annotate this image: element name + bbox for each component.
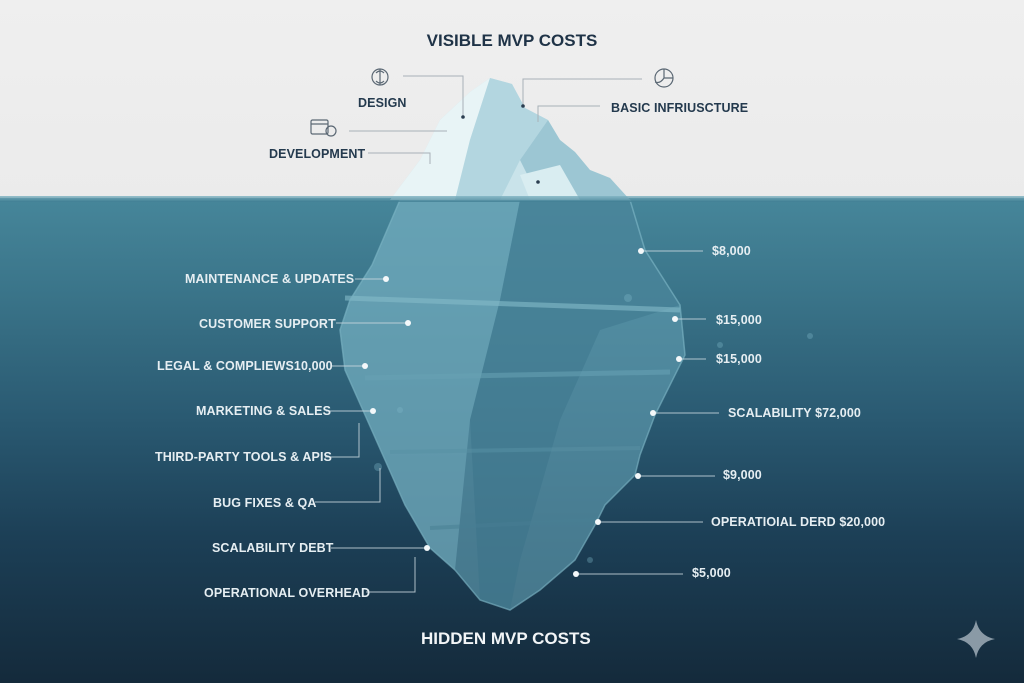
- value-8000: $8,000: [712, 244, 751, 258]
- sparkle-icon: [957, 620, 995, 658]
- visible-costs-title: VISIBLE MVP COSTS: [426, 31, 598, 50]
- hidden-costs-title: HIDDEN MVP COSTS: [421, 629, 591, 648]
- iceberg-underwater: [339, 199, 686, 611]
- label-operational-overhead: OPERATIONAL OVERHEAD: [204, 586, 371, 600]
- value-15000-a: $15,000: [716, 313, 762, 327]
- value-15000-b: $15,000: [716, 352, 762, 366]
- label-legal-compliance: LEGAL & COMPLIEWS10,000: [157, 359, 333, 373]
- value-9000: $9,000: [723, 468, 762, 482]
- value-operational-debt-20000: OPERATIOIAL DERD $20,000: [711, 515, 886, 529]
- label-customer-support: CUSTOMER SUPPORT: [199, 317, 336, 331]
- label-development: DEVELOPMENT: [269, 147, 366, 161]
- left-dots: [362, 276, 430, 551]
- browser-code-icon: [310, 119, 337, 137]
- brain-gear-icon: [371, 68, 389, 86]
- left-connectors: [315, 278, 427, 593]
- value-scalability-72000: SCALABILITY $72,000: [728, 406, 861, 420]
- label-scalability-debt: SCALABILITY DEBT: [212, 541, 334, 555]
- label-marketing-sales: MARKETING & SALES: [196, 404, 332, 418]
- top-dots: [461, 104, 540, 184]
- waterline: [0, 196, 1024, 202]
- top-connectors: [349, 75, 642, 164]
- right-connectors: [576, 250, 719, 575]
- label-maintenance: MAINTENANCE & UPDATES: [185, 272, 355, 286]
- right-dots: [573, 248, 682, 577]
- label-basic-infrastructure: BASIC INFRIUSCTURE: [611, 101, 749, 115]
- label-design: DESIGN: [358, 96, 407, 110]
- label-bug-fixes: BUG FIXES & QA: [213, 496, 317, 510]
- label-third-party-tools: THIRD-PARTY TOOLS & APIS: [155, 450, 332, 464]
- value-5000: $5,000: [692, 566, 731, 580]
- pie-globe-icon: [654, 68, 674, 88]
- iceberg-peak: [390, 78, 630, 200]
